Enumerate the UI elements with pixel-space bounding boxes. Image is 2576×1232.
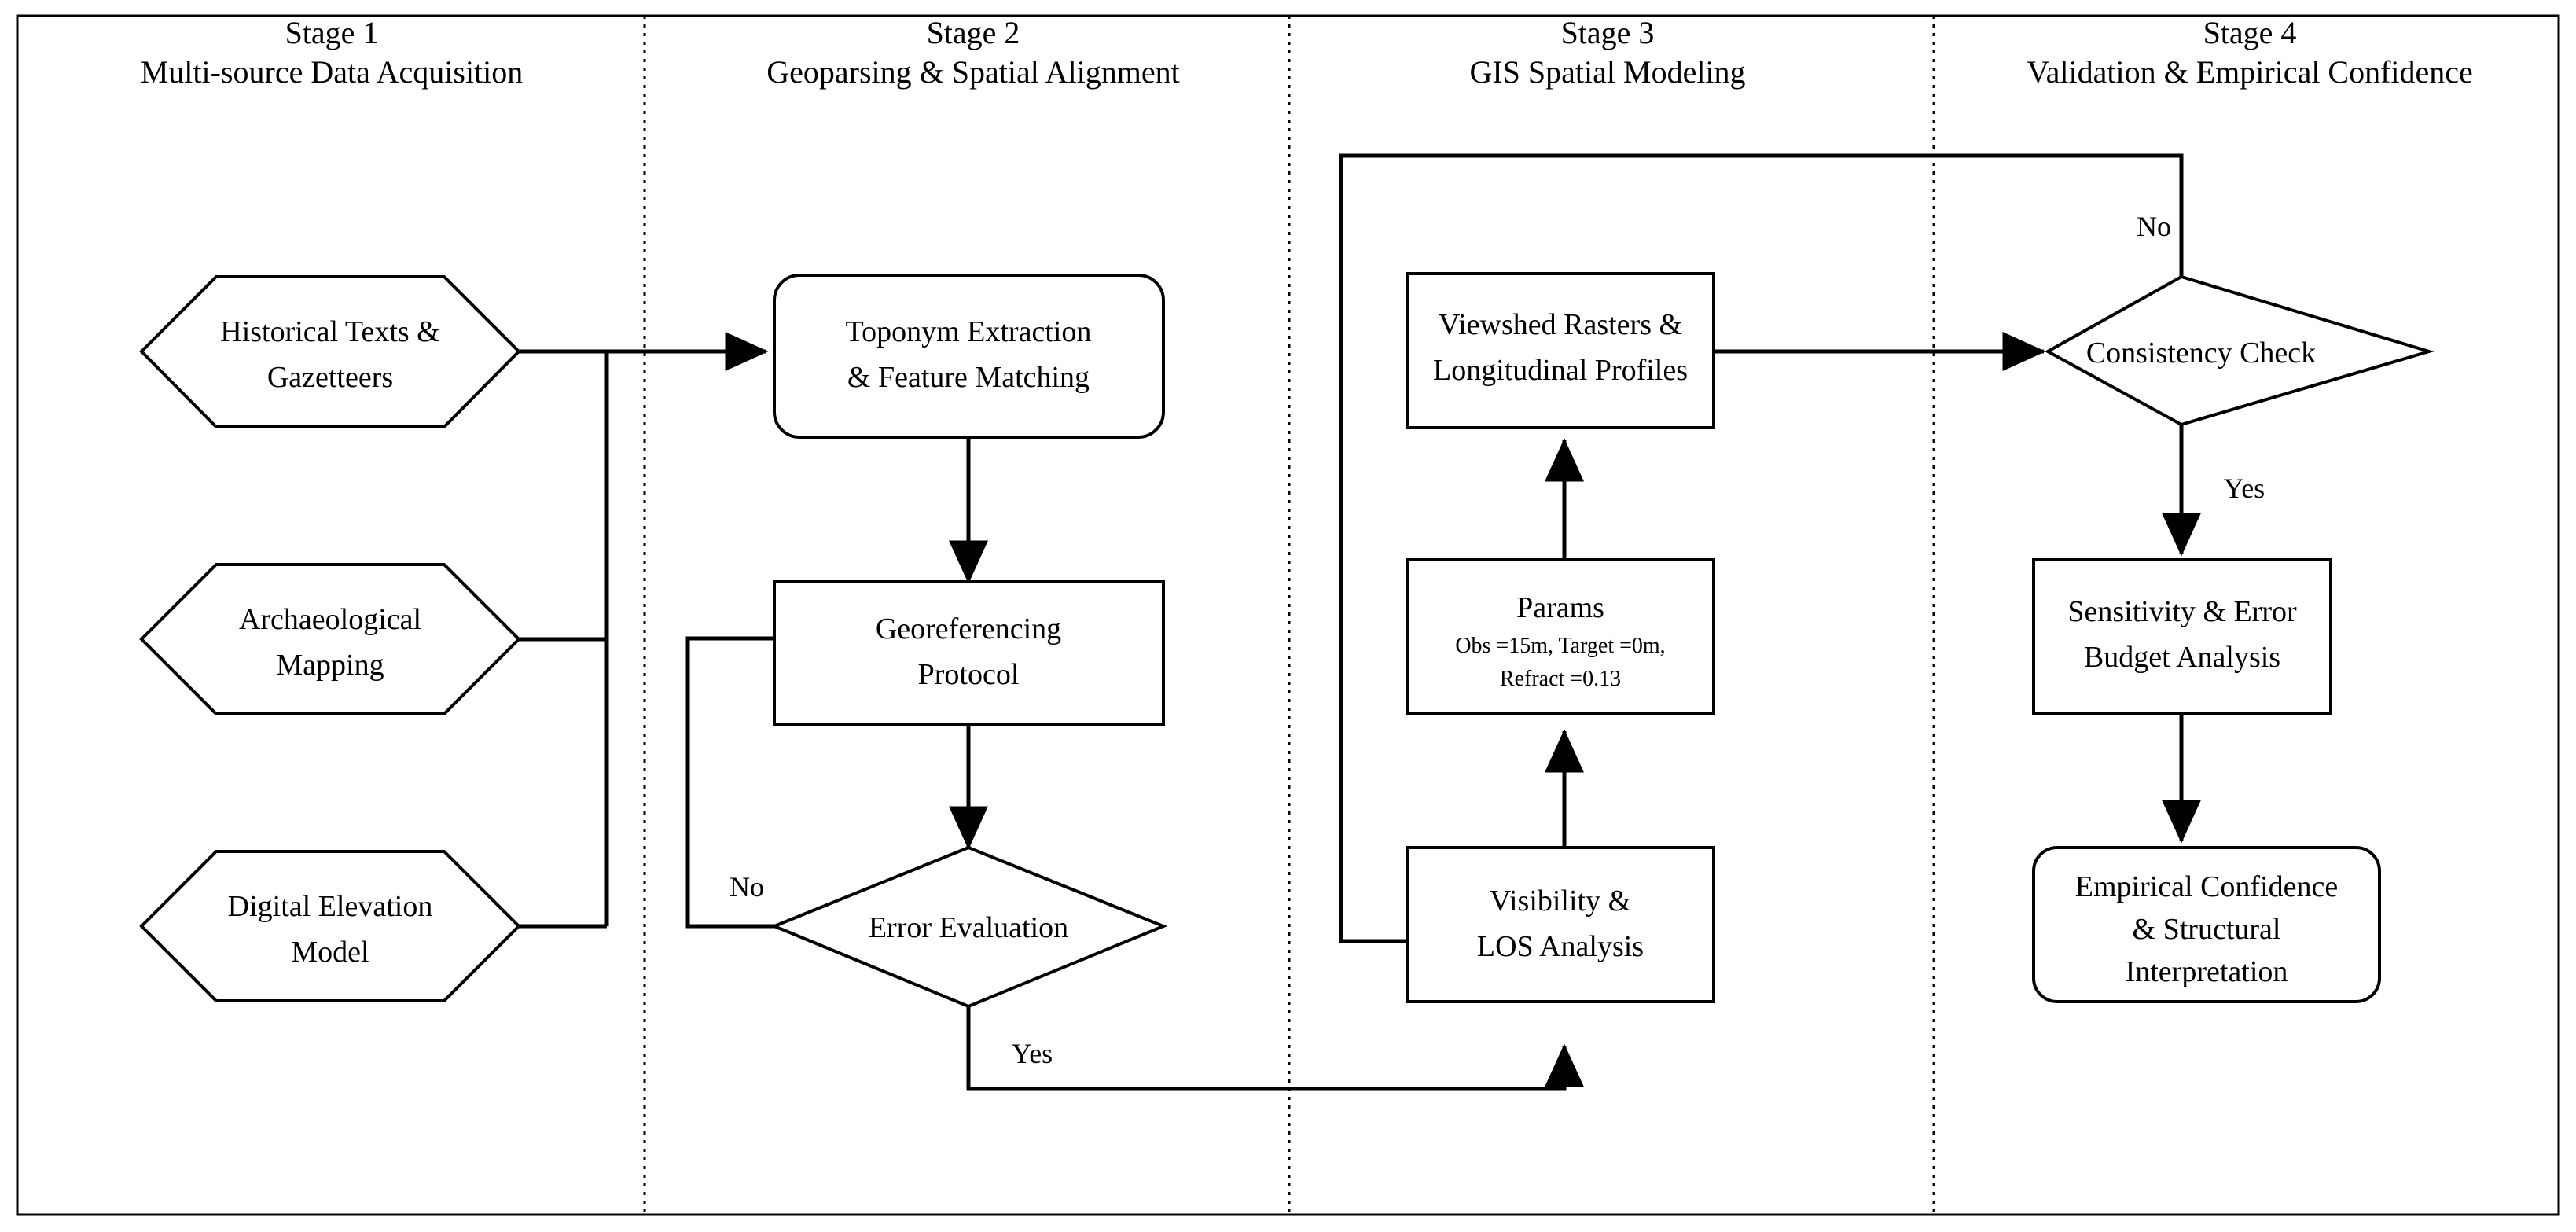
node-line-2: LOS Analysis: [1477, 930, 1644, 963]
edge-label-error-yes: Yes: [1012, 1038, 1053, 1069]
lane-header-stage3: Stage 3 GIS Spatial Modeling: [1469, 15, 1745, 90]
node-line-2: Longitudinal Profiles: [1433, 354, 1688, 387]
node-line-1: Empirical Confidence: [2075, 870, 2339, 903]
node-line-2: & Feature Matching: [847, 361, 1090, 394]
node-sensitivity-error-budget[interactable]: Sensitivity & Error Budget Analysis: [2032, 558, 2332, 715]
node-line-1: Sensitivity & Error: [2067, 595, 2297, 628]
edge-error-yes-to-visibility: [966, 1006, 1584, 1091]
edge-label-consistency-no: No: [2137, 211, 2171, 242]
hexagon-shape: [139, 563, 521, 715]
node-line-1: Visibility &: [1490, 884, 1631, 918]
lane-number: Stage 3: [1561, 15, 1655, 50]
node-line-2: Protocol: [918, 658, 1020, 691]
edge-error-no-loop: [685, 619, 837, 929]
node-line-1: Georeferencing: [876, 612, 1061, 645]
lane-title: Validation & Empirical Confidence: [2027, 54, 2473, 90]
node-error-evaluation[interactable]: Error Evaluation: [770, 845, 1168, 1009]
node-line-2: Budget Analysis: [2084, 641, 2280, 674]
rounded-rect-shape: [2032, 846, 2381, 1003]
lane-number: Stage 2: [927, 15, 1020, 50]
rect-shape: [1406, 846, 1715, 1003]
edge-consistency-no-loop: [1339, 153, 2184, 961]
rounded-rect-shape: [773, 274, 1165, 439]
node-visibility-los-analysis[interactable]: Visibility & LOS Analysis: [1406, 846, 1715, 1003]
rect-shape: [773, 580, 1165, 726]
lane-number: Stage 1: [285, 15, 379, 50]
lane-title: Geoparsing & Spatial Alignment: [766, 54, 1180, 90]
lane-title: GIS Spatial Modeling: [1469, 54, 1745, 90]
lane-number: Stage 4: [2203, 15, 2297, 50]
diamond-shape: [2044, 274, 2435, 427]
edge-label-error-no: No: [729, 871, 764, 903]
lane-header-stage4: Stage 4 Validation & Empirical Confidenc…: [2027, 15, 2473, 90]
rect-shape: [2032, 558, 2332, 715]
node-line-3: Interpretation: [2126, 955, 2288, 988]
lane-title: Multi-source Data Acquisition: [141, 54, 524, 90]
node-line-2: & Structural: [2133, 913, 2281, 946]
node-line-1: Digital Elevation: [228, 890, 433, 923]
node-line-2: Gazetteers: [267, 361, 393, 394]
rect-shape: [1406, 558, 1715, 715]
lane-header-stage2: Stage 2 Geoparsing & Spatial Alignment: [766, 15, 1180, 90]
node-line-1: Toponym Extraction: [846, 315, 1092, 348]
node-line-1: Historical Texts &: [220, 315, 440, 348]
node-georeferencing-protocol[interactable]: Georeferencing Protocol: [773, 580, 1165, 726]
node-line-1: Archaeological: [239, 603, 421, 636]
rect-shape: [1406, 272, 1715, 429]
hexagon-shape: [139, 850, 521, 1002]
node-subline-2: Refract =0.13: [1500, 667, 1621, 691]
node-line-2: Model: [291, 936, 369, 969]
node-empirical-confidence[interactable]: Empirical Confidence & Structural Interp…: [2032, 846, 2381, 1003]
diamond-shape: [770, 845, 1168, 1009]
lane-header-stage1: Stage 1 Multi-source Data Acquisition: [141, 15, 524, 90]
node-digital-elevation-model[interactable]: Digital Elevation Model: [139, 850, 521, 1002]
node-toponym-extraction[interactable]: Toponym Extraction & Feature Matching: [773, 274, 1165, 439]
node-archaeological-mapping[interactable]: Archaeological Mapping: [139, 563, 521, 715]
node-params[interactable]: Params Obs =15m, Target =0m, Refract =0.…: [1406, 558, 1715, 715]
node-consistency-check[interactable]: Consistency Check: [2044, 274, 2435, 427]
node-subline-1: Obs =15m, Target =0m,: [1455, 634, 1665, 658]
node-line-1: Params: [1516, 591, 1604, 624]
node-line-1: Error Evaluation: [869, 911, 1068, 944]
node-line-1: Viewshed Rasters &: [1439, 308, 1682, 341]
node-viewshed-rasters[interactable]: Viewshed Rasters & Longitudinal Profiles: [1406, 272, 1715, 429]
hexagon-shape: [139, 275, 521, 428]
node-line-2: Mapping: [276, 649, 384, 682]
node-historical-texts[interactable]: Historical Texts & Gazetteers: [139, 275, 521, 428]
edge-label-consistency-yes: Yes: [2224, 473, 2265, 504]
node-line-1: Consistency Check: [2086, 337, 2316, 370]
